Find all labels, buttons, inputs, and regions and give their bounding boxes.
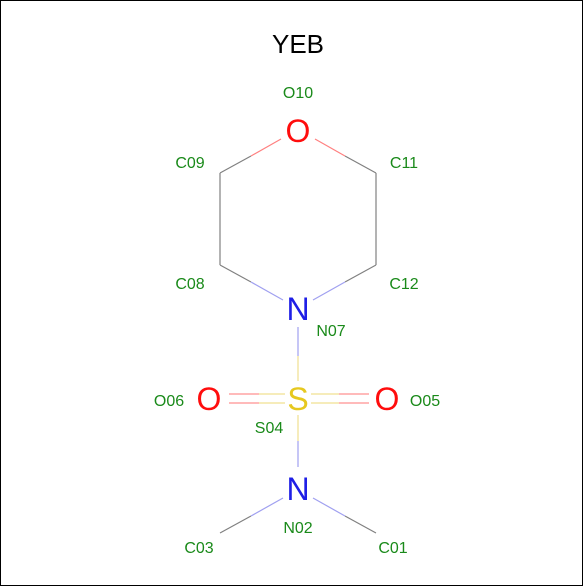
- label-n07: N07: [316, 323, 345, 340]
- bonds: [219, 138, 377, 534]
- label-o10: O10: [283, 85, 313, 102]
- molecule-title: YEB: [272, 29, 324, 59]
- atom-n02-symbol: N: [286, 471, 309, 507]
- bond-n02-c03-nitrogen: [250, 497, 284, 517]
- atom-o10-symbol: O: [286, 113, 311, 149]
- bond-o10-c11-carbon: [344, 155, 377, 174]
- label-c03: C03: [184, 540, 213, 557]
- bond-n02-c01-nitrogen: [312, 497, 346, 517]
- bond-c12-n07: [344, 264, 377, 283]
- label-o05: O05: [410, 393, 440, 410]
- bond-c12-n07-nitrogen: [312, 281, 346, 301]
- bond-c08-n07: [219, 264, 252, 283]
- atom-n07-symbol: N: [286, 291, 309, 327]
- bond-o10-c09: [250, 138, 282, 157]
- label-c09: C09: [175, 155, 204, 172]
- label-c11: C11: [390, 155, 418, 172]
- atom-o05-symbol: O: [375, 381, 400, 417]
- bond-o10-c11: [314, 138, 346, 157]
- label-c08: C08: [175, 276, 204, 293]
- atom-o06-symbol: O: [197, 381, 222, 417]
- label-c01: C01: [378, 540, 407, 557]
- label-o06: O06: [154, 393, 184, 410]
- atom-s04-symbol: S: [287, 381, 308, 417]
- bond-o10-c09-carbon: [219, 155, 252, 174]
- label-s04: S04: [255, 420, 284, 437]
- bond-n02-c01-carbon: [344, 515, 377, 534]
- label-n02: N02: [283, 520, 312, 537]
- bond-n02-c03-carbon: [219, 515, 252, 534]
- bond-c08-n07-nitrogen: [250, 281, 284, 301]
- label-c12: C12: [389, 276, 418, 293]
